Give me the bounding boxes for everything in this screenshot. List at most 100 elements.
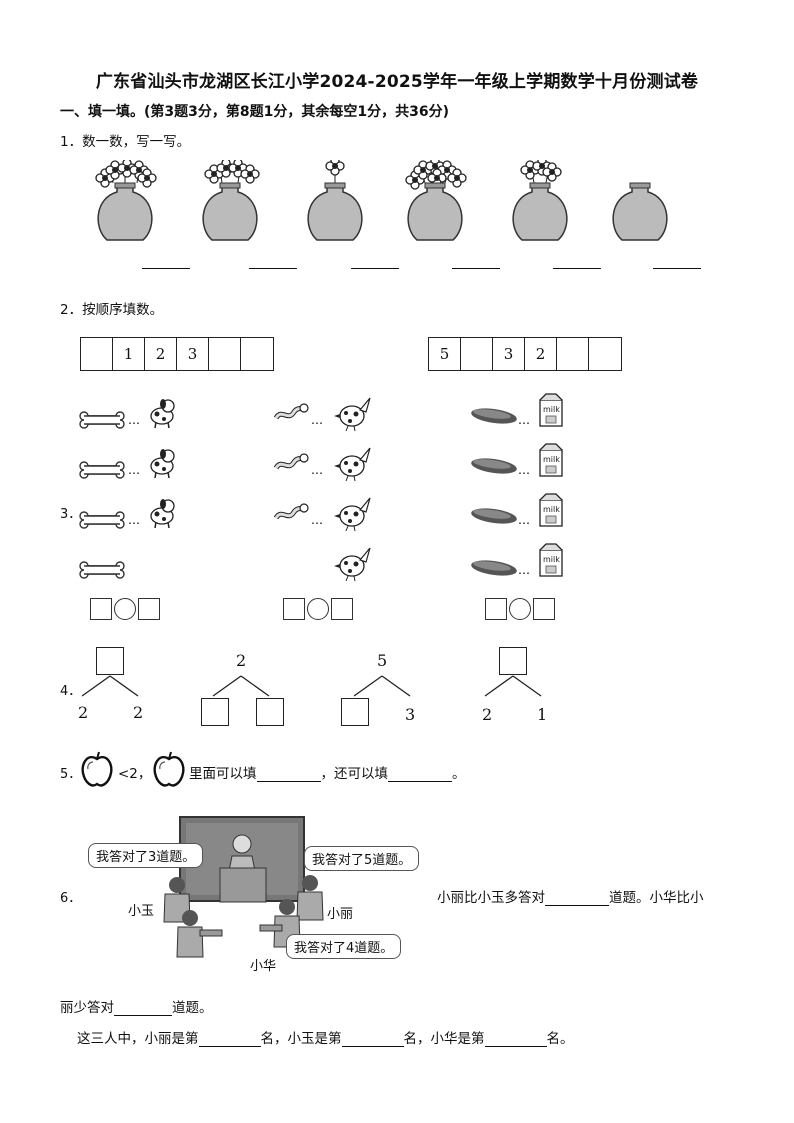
- svg-text:…: …: [518, 463, 530, 477]
- compare-boxes-2: [283, 598, 353, 620]
- sequence-cell: 3: [177, 338, 209, 370]
- svg-text:…: …: [518, 413, 530, 427]
- question-text: 道题。小华比小: [609, 890, 704, 906]
- matching-illustration: milk … … … … … … … … … …: [79, 393, 563, 582]
- question-text: 按顺序填数。: [82, 302, 164, 318]
- question-1: 1．数一数，写一写。: [60, 130, 190, 150]
- question-5-text: 里面可以填 ，还可以填 。: [189, 762, 466, 782]
- question-5-label: 5．: [60, 767, 82, 782]
- question-text: 名。: [546, 1031, 574, 1047]
- answer-blank[interactable]: [198, 1032, 261, 1047]
- question-text: 里面可以填: [189, 766, 257, 782]
- answer-blank[interactable]: [553, 268, 601, 269]
- number-sequence-2: 5 3 2: [428, 337, 622, 371]
- svg-text:…: …: [518, 563, 530, 577]
- question-3-label: 3．: [60, 507, 82, 522]
- bond-box-top[interactable]: [499, 647, 527, 675]
- question-text: 名，小玉是第: [260, 1031, 342, 1047]
- compare-boxes-1: [90, 598, 160, 620]
- answer-blank[interactable]: [256, 767, 321, 782]
- sequence-cell[interactable]: [589, 338, 621, 370]
- section-heading: 一、填一填。(第3题3分，第8题1分，其余每空1分，共36分): [60, 104, 449, 120]
- sequence-cell: 3: [493, 338, 525, 370]
- answer-blank[interactable]: [341, 1032, 404, 1047]
- answer-box[interactable]: [485, 598, 507, 620]
- question-4-label: 4．: [60, 684, 82, 699]
- sequence-cell[interactable]: [241, 338, 273, 370]
- question-6-line-1: 小丽比小玉多答对道题。小华比小: [437, 886, 704, 906]
- number-sequence-1: 1 2 3: [80, 337, 274, 371]
- vase-3: [307, 160, 363, 241]
- question-text: 丽少答对: [60, 1000, 114, 1016]
- answer-box[interactable]: [331, 598, 353, 620]
- vase-4: [405, 160, 467, 241]
- question-2: 2．按顺序填数。: [60, 298, 163, 318]
- sequence-cell[interactable]: [557, 338, 589, 370]
- speech-bubble: 我答对了3道题。: [88, 843, 204, 868]
- answer-blank[interactable]: [114, 1001, 172, 1016]
- sequence-cell: 1: [113, 338, 145, 370]
- answer-blank[interactable]: [249, 268, 297, 269]
- answer-box[interactable]: [90, 598, 112, 620]
- question-label: 2．: [60, 302, 83, 318]
- svg-text:…: …: [311, 463, 323, 477]
- question-6-line-2: 丽少答对道题。: [60, 996, 213, 1016]
- answer-box[interactable]: [138, 598, 160, 620]
- compare-circle[interactable]: [307, 598, 329, 620]
- bond-number: 2: [236, 651, 247, 670]
- question-text: ，还可以填: [320, 766, 389, 782]
- number-bond-lines: [81, 675, 542, 697]
- bond-number: 5: [377, 651, 388, 670]
- bond-number: 2: [133, 703, 144, 722]
- answer-box[interactable]: [283, 598, 305, 620]
- question-text: 名，小华是第: [403, 1031, 485, 1047]
- vase-5: [512, 160, 568, 241]
- bond-number: 1: [537, 705, 548, 724]
- svg-text:…: …: [128, 413, 140, 427]
- vases-illustration: [95, 160, 668, 241]
- sequence-cell[interactable]: [461, 338, 493, 370]
- answer-blank[interactable]: [484, 1032, 547, 1047]
- bond-box[interactable]: [201, 698, 229, 726]
- compare-circle[interactable]: [114, 598, 136, 620]
- svg-text:…: …: [128, 513, 140, 527]
- answer-blank[interactable]: [452, 268, 500, 269]
- compare-boxes-3: [485, 598, 555, 620]
- apple-icon: [81, 751, 113, 787]
- answer-blank[interactable]: [142, 268, 190, 269]
- question-text: 。: [452, 766, 466, 782]
- svg-text:…: …: [518, 513, 530, 527]
- bond-box[interactable]: [256, 698, 284, 726]
- bond-number: 3: [405, 705, 416, 724]
- compare-circle[interactable]: [509, 598, 531, 620]
- bond-number: 2: [482, 705, 493, 724]
- bond-box-top[interactable]: [96, 647, 124, 675]
- sequence-cell: 5: [429, 338, 461, 370]
- speech-bubble: 我答对了5道题。: [304, 846, 420, 871]
- sequence-cell[interactable]: [209, 338, 241, 370]
- vase-6: [612, 182, 668, 241]
- question-text: 这三人中，小丽是第: [77, 1031, 199, 1047]
- answer-blank[interactable]: [545, 891, 609, 906]
- sequence-cell[interactable]: [81, 338, 113, 370]
- vase-1: [95, 160, 157, 241]
- bond-number: 2: [78, 703, 89, 722]
- question-6-label: 6．: [60, 891, 82, 906]
- svg-text:…: …: [128, 463, 140, 477]
- answer-box[interactable]: [533, 598, 555, 620]
- apple-icon: [153, 751, 185, 787]
- question-label: 1．: [60, 134, 83, 150]
- svg-text:…: …: [311, 413, 323, 427]
- sequence-cell: 2: [145, 338, 177, 370]
- speech-bubble: 我答对了4道题。: [286, 934, 402, 959]
- sequence-cell: 2: [525, 338, 557, 370]
- student-name: 小玉: [128, 904, 155, 919]
- question-text: 数一数，写一写。: [82, 134, 191, 150]
- student-name: 小华: [250, 959, 277, 974]
- answer-blank[interactable]: [351, 268, 399, 269]
- bond-box[interactable]: [341, 698, 369, 726]
- answer-blank[interactable]: [653, 268, 701, 269]
- vase-2: [202, 160, 260, 241]
- inequality-text: <2，: [118, 766, 152, 782]
- answer-blank[interactable]: [388, 767, 452, 782]
